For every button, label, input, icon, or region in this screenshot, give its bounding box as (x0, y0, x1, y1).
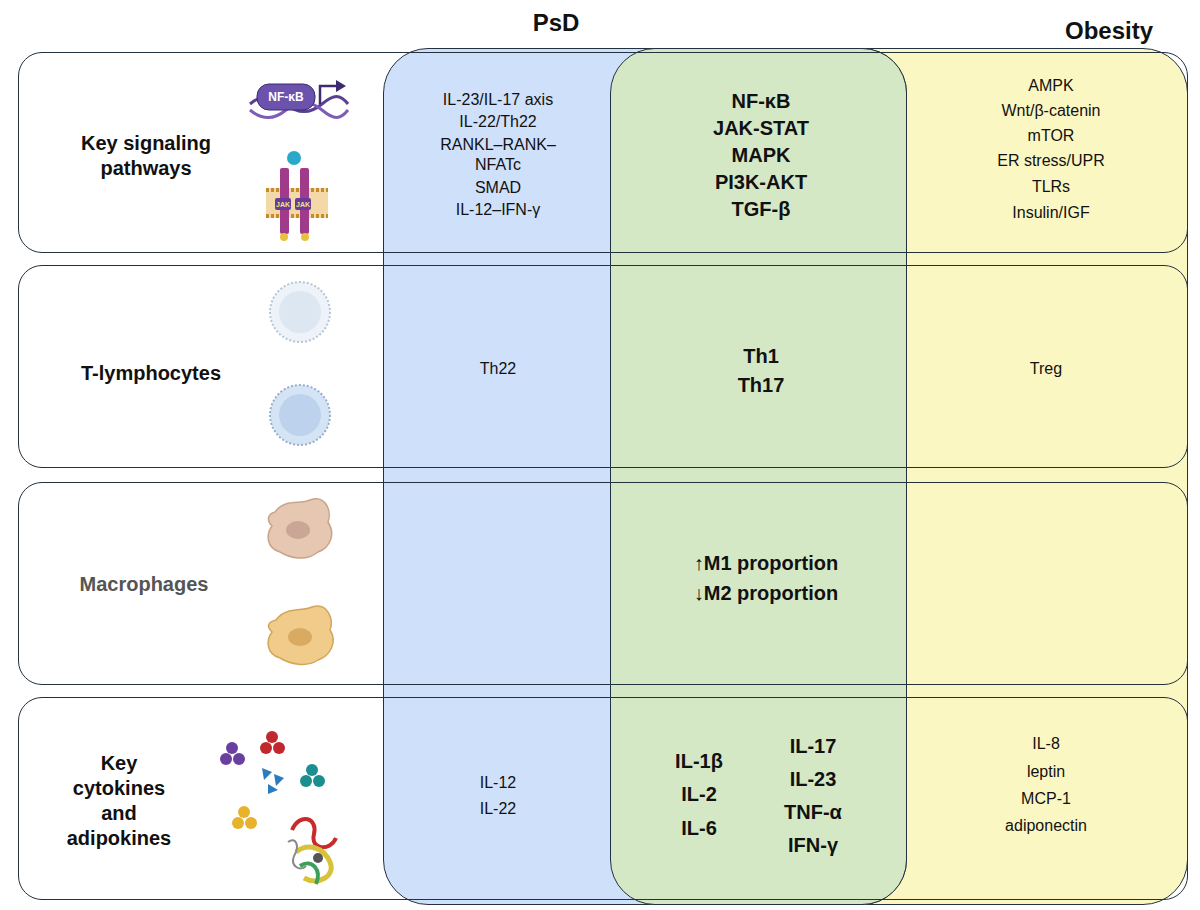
t-cell-nucleus (279, 291, 321, 333)
transcription-arrow (320, 86, 338, 104)
triangle (274, 774, 284, 786)
band-heading: Obesity (1065, 16, 1153, 46)
row-box: Macrophages (18, 482, 1188, 685)
cell-text: IL-1β (675, 749, 723, 774)
dot (245, 817, 257, 829)
macrophage-nucleus (288, 628, 312, 646)
t-cell-body (270, 385, 330, 445)
nfkb-protein (257, 84, 315, 110)
cell-text: leptin (1027, 762, 1065, 782)
cell-text: IL-17 (790, 734, 837, 759)
cell-text: RANKL–RANK– NFATc (431, 135, 566, 175)
dot (220, 753, 232, 765)
cell-text: IL-6 (681, 816, 717, 841)
dot (233, 753, 245, 765)
dot (232, 817, 244, 829)
dot (260, 742, 272, 754)
dot (273, 742, 285, 754)
cell-text: SMAD (475, 178, 521, 198)
dot (313, 775, 325, 787)
row-label: T-lymphocytes (81, 361, 221, 386)
macrophage-m2 (268, 606, 333, 664)
cell-text: IL-12–IFN-γ (456, 200, 540, 220)
cell-text: TLRs (1032, 177, 1070, 197)
loop (288, 840, 306, 868)
icon-label: JAK (296, 201, 310, 208)
icon-label: NF-κB (268, 90, 303, 104)
lipid-heads (266, 214, 328, 218)
cell-text: TNF-α (784, 800, 842, 825)
membrane (266, 188, 328, 218)
cell-text: MAPK (732, 143, 791, 168)
cell-text: AMPK (1028, 76, 1073, 96)
cell-text: PI3K-AKT (715, 170, 807, 195)
lipid-heads (266, 188, 328, 192)
cell-text: IL-23 (790, 767, 837, 792)
cell-text: ER stress/UPR (997, 151, 1105, 171)
row-box: Key signaling pathways (18, 52, 1188, 253)
ligand (313, 853, 323, 863)
ligand-ball (287, 151, 301, 165)
cell-text: JAK-STAT (713, 116, 809, 141)
cell-text: MCP-1 (1021, 789, 1071, 809)
protein-ribbon (288, 819, 336, 884)
cell-text: IFN-γ (788, 833, 838, 858)
cell-text: IL-22 (480, 799, 516, 819)
cell-text: Treg (1030, 359, 1062, 379)
dot (306, 764, 318, 776)
cell-text: mTOR (1028, 126, 1075, 146)
row-label: Key signaling pathways (66, 131, 226, 181)
arrow-head (336, 80, 346, 92)
phosphate (280, 233, 288, 241)
helix (292, 819, 336, 847)
row-label: Key cytokines and adipokines (63, 751, 175, 851)
sheet (300, 863, 318, 884)
cell-text: IL-22/Th22 (459, 112, 536, 132)
cell-text: TGF-β (732, 197, 791, 222)
cell-text: Th1 (743, 344, 779, 369)
dot (266, 731, 278, 743)
cell-text: ↑M1 proportion (694, 551, 838, 576)
dot (226, 742, 238, 754)
macrophage-m1 (268, 499, 331, 558)
cell-text: ↓M2 proportion (694, 581, 838, 606)
triangle (262, 768, 272, 780)
band-heading: PsD (533, 8, 580, 38)
cytokine-dots (220, 731, 325, 829)
row-box: Key cytokines and adipokines (18, 697, 1188, 900)
jak-box (275, 198, 291, 210)
cell-text: adiponectin (1005, 816, 1087, 836)
row-box: T-lymphocytes (18, 265, 1188, 468)
cell-text: IL-2 (681, 782, 717, 807)
cell-text: Th17 (738, 373, 785, 398)
dot (238, 806, 250, 818)
overlap-band: NF-κBJAK-STATMAPKPI3K-AKTTGF-βTh1Th17 ↑M1… (610, 48, 907, 905)
jak-box (295, 198, 311, 210)
phosphate (301, 233, 309, 241)
cell-text: NF-κB (732, 89, 791, 114)
cell-text: Insulin/IGF (1012, 203, 1089, 223)
triangle (268, 784, 278, 794)
t-cell-body (270, 282, 330, 342)
cell-text: IL-12 (480, 773, 516, 793)
icon-label: JAK (276, 201, 290, 208)
t-cell-nucleus (279, 394, 321, 436)
membrane-band (266, 188, 328, 218)
macrophage-nucleus (286, 521, 310, 539)
cell-text: Wnt/β-catenin (1001, 101, 1100, 121)
row-label: Macrophages (80, 572, 209, 597)
cell-text: Th22 (480, 359, 516, 379)
dot (300, 775, 312, 787)
cell-text: IL-23/IL-17 axis (443, 90, 553, 110)
cell-text: IL-8 (1032, 734, 1060, 754)
